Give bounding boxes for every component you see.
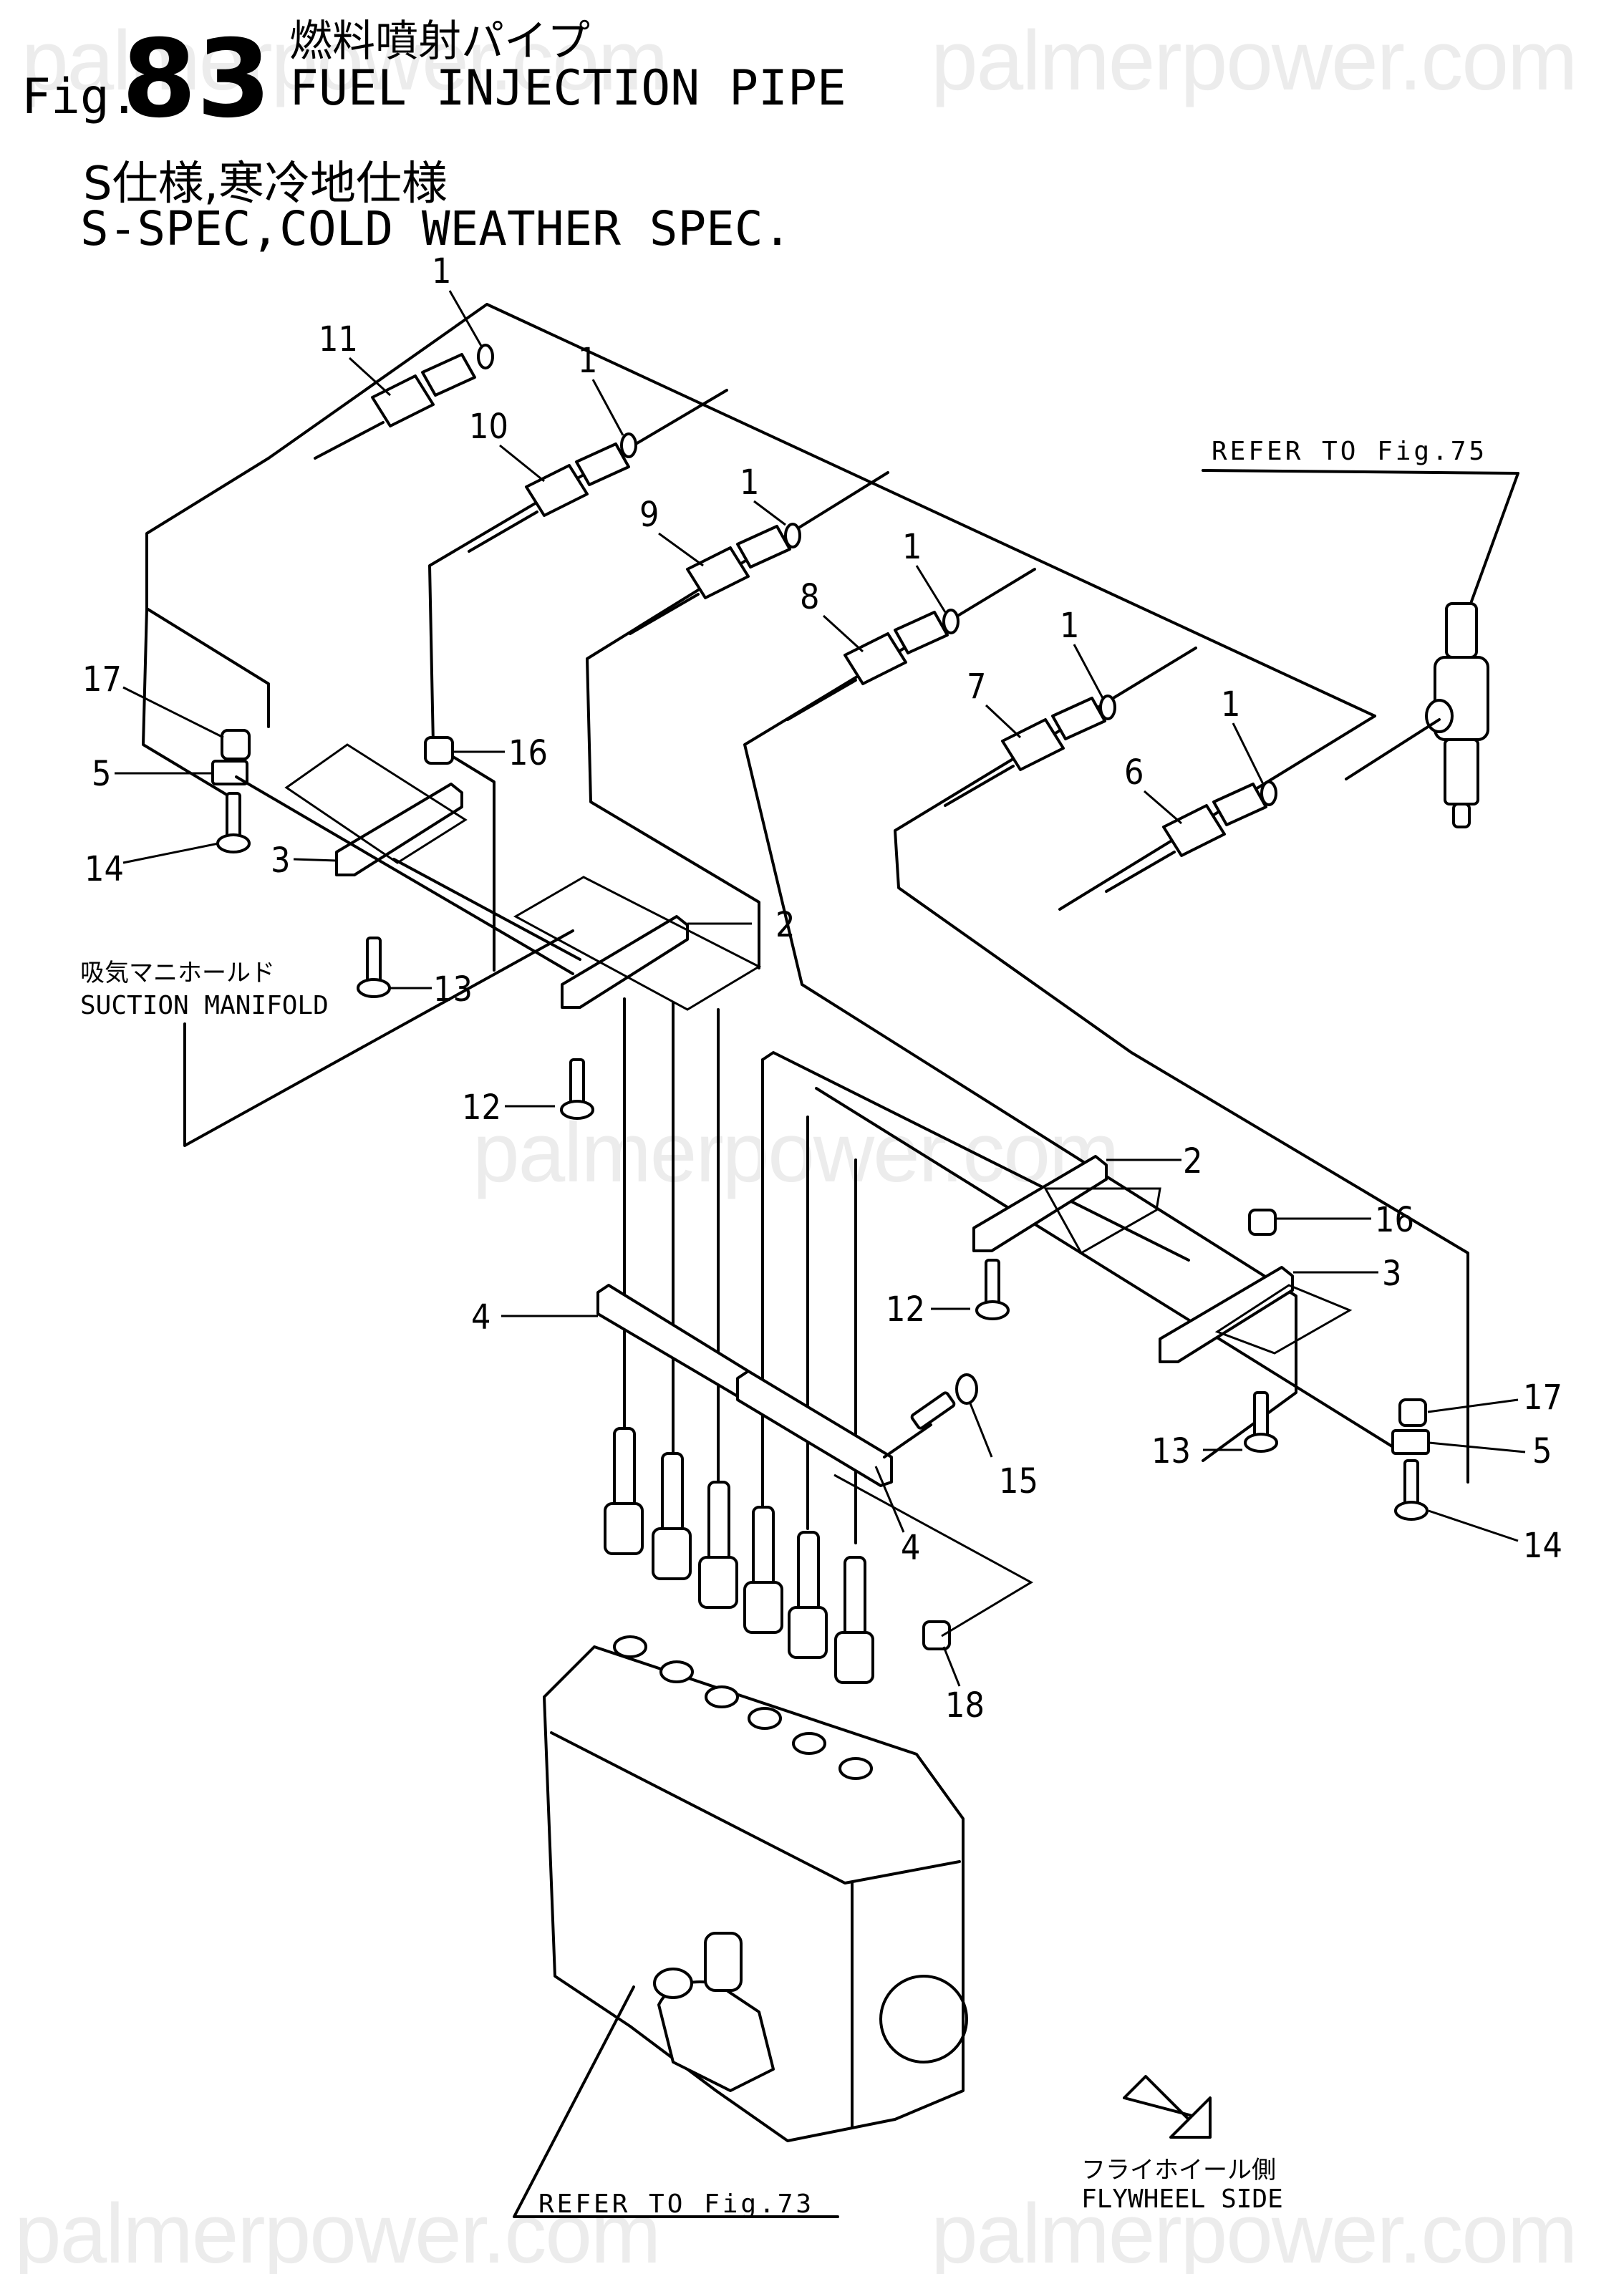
delivery-fittings[interactable]	[604, 1427, 874, 1684]
callout-bolt-12-upper[interactable]: 12	[462, 1088, 501, 1128]
clamp-5-right[interactable]	[1391, 1429, 1430, 1455]
bolt-12-upper[interactable]	[560, 1058, 594, 1120]
callout-bolt-13-right[interactable]: 13	[1151, 1431, 1191, 1471]
callout-pipe-8[interactable]: 8	[800, 577, 819, 617]
figure-title-jp: 燃料噴射パイプ	[289, 16, 590, 67]
bolt-13-right[interactable]	[1244, 1391, 1278, 1453]
figure-number: 83	[122, 17, 271, 142]
callout-pipe-10[interactable]: 10	[469, 407, 508, 447]
callout-bolt-14-right[interactable]: 14	[1523, 1526, 1562, 1566]
pipe-9[interactable]	[629, 523, 801, 635]
callout-nut-17-left[interactable]: 17	[82, 659, 122, 700]
callout-nut-16-left[interactable]: 16	[508, 733, 548, 773]
pump-ports	[613, 1635, 873, 1780]
suction-manifold-jp: 吸気マニホールド	[80, 959, 275, 987]
callout-bolt-12-lower[interactable]: 12	[886, 1290, 925, 1330]
callout-numbers: 1 1 1 1 1 1 11 10 9 8 7 6 17 5 14 3 16 1…	[82, 251, 1562, 1726]
injector-nozzle[interactable]	[1345, 602, 1489, 828]
flywheel-direction-arrow-icon	[1123, 2075, 1212, 2139]
figure-prefix: Fig.	[21, 69, 139, 125]
nut-18[interactable]	[922, 1620, 951, 1650]
nut-16-right[interactable]	[1248, 1209, 1277, 1236]
flywheel-side-en: FLYWHEEL SIDE	[1081, 2185, 1283, 2214]
suction-manifold-en: SUCTION MANIFOLD	[80, 991, 329, 1020]
bolt-13-left[interactable]	[357, 937, 391, 998]
callout-clamp-5-left[interactable]: 5	[92, 754, 111, 794]
callout-clamp-4-left[interactable]: 4	[471, 1297, 490, 1337]
clamp-2-upper[interactable]	[513, 876, 762, 1011]
callout-clamp-5-right[interactable]: 5	[1532, 1431, 1552, 1471]
callout-o-ring[interactable]: 1	[902, 527, 922, 567]
nut-17-left[interactable]	[221, 729, 251, 760]
refer-fig73-text: REFER TO Fig.73	[538, 2190, 814, 2219]
figure-title-en: FUEL INJECTION PIPE	[289, 60, 846, 117]
callout-clamp-3-right[interactable]: 3	[1382, 1254, 1401, 1294]
spec-jp: S仕様,寒冷地仕様	[83, 158, 448, 211]
callout-bolt-14-left[interactable]: 14	[84, 849, 124, 889]
flywheel-side-jp: フライホイール側	[1081, 2156, 1276, 2185]
callout-clamp-2-upper[interactable]: 2	[775, 905, 795, 945]
nut-16-left[interactable]	[424, 736, 454, 765]
callout-o-ring[interactable]: 1	[1060, 606, 1079, 646]
spec-en: S-SPEC,COLD WEATHER SPEC.	[80, 201, 791, 256]
watermark-top-right: palmerpower.com	[931, 14, 1576, 108]
callout-leaders	[115, 290, 1526, 1687]
bolt-12-lower[interactable]	[975, 1259, 1010, 1320]
pipe-7[interactable]	[944, 695, 1116, 807]
callout-pipe-6[interactable]: 6	[1124, 753, 1144, 793]
injection-pump[interactable]	[543, 1635, 968, 2142]
bolt-14-right[interactable]	[1394, 1459, 1429, 1521]
callout-nut-17-right[interactable]: 17	[1523, 1378, 1562, 1418]
callout-o-ring[interactable]: 1	[1221, 684, 1240, 725]
callout-pipe-7[interactable]: 7	[967, 667, 986, 707]
pipe-6[interactable]	[1105, 780, 1277, 893]
callout-nut-16-right[interactable]: 16	[1375, 1200, 1414, 1240]
pipe-11[interactable]	[314, 344, 494, 460]
vertical-pipes	[623, 997, 857, 1544]
callout-pipe-11[interactable]: 11	[319, 319, 358, 359]
clamp-3-right[interactable]	[1159, 1266, 1353, 1363]
refer-fig75: REFER TO Fig.75	[1202, 437, 1519, 603]
callout-nut-18[interactable]: 18	[945, 1685, 985, 1726]
watermark-center: palmerpower.com	[473, 1105, 1118, 1200]
refer-fig73: REFER TO Fig.73	[513, 1985, 839, 2219]
callout-o-ring[interactable]: 1	[740, 463, 759, 503]
callout-clamp-2-lower[interactable]: 2	[1183, 1141, 1202, 1181]
suction-manifold-label: 吸気マニホールド SUCTION MANIFOLD	[80, 929, 574, 1147]
bolt-14-left[interactable]	[216, 792, 251, 853]
pipe-10[interactable]	[468, 432, 637, 553]
callout-clamp-4-right[interactable]: 4	[901, 1528, 920, 1568]
watermark-bottom-left: palmerpower.com	[14, 2187, 659, 2274]
callout-bolt-13-left[interactable]: 13	[433, 969, 473, 1010]
watermark-top-left: palmerpower.com	[21, 14, 667, 108]
callout-o-ring[interactable]: 1	[578, 341, 597, 381]
callout-bolt-15[interactable]: 15	[999, 1461, 1038, 1501]
nut-17-right[interactable]	[1398, 1398, 1427, 1427]
pipe-8[interactable]	[786, 609, 960, 721]
watermark-bottom-right: palmerpower.com	[931, 2187, 1576, 2274]
bolt-15[interactable]	[883, 1373, 978, 1458]
flywheel-side: フライホイール側 FLYWHEEL SIDE	[1081, 2075, 1283, 2214]
clamp-4-right[interactable]	[736, 1370, 893, 1487]
clamp-2-lower[interactable]	[972, 1155, 1161, 1255]
callout-clamp-3-left[interactable]: 3	[271, 841, 290, 881]
callout-o-ring[interactable]: 1	[432, 251, 451, 291]
callout-pipe-9[interactable]: 9	[639, 495, 659, 535]
refer-fig75-text: REFER TO Fig.75	[1212, 437, 1487, 466]
